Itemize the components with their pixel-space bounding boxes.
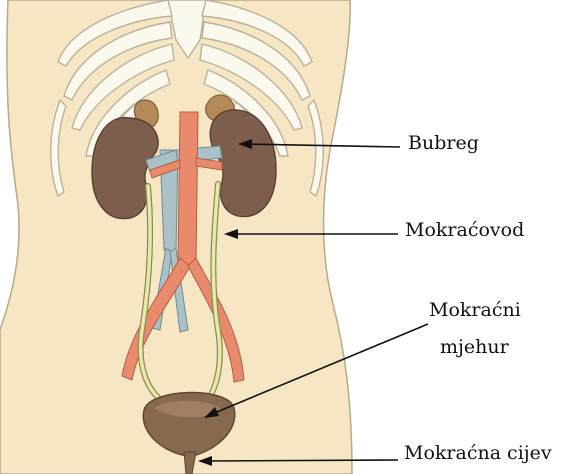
aorta-trunk <box>178 112 198 270</box>
leader-urethra <box>206 460 398 461</box>
label-kidney: Bubreg <box>408 133 479 155</box>
label-bladder-line1: Mokraćni <box>429 300 521 322</box>
label-bladder-line2: mjehur <box>440 337 509 359</box>
label-urethra: Mokraćna cijev <box>404 443 552 465</box>
label-ureter: Mokraćovod <box>405 220 524 242</box>
